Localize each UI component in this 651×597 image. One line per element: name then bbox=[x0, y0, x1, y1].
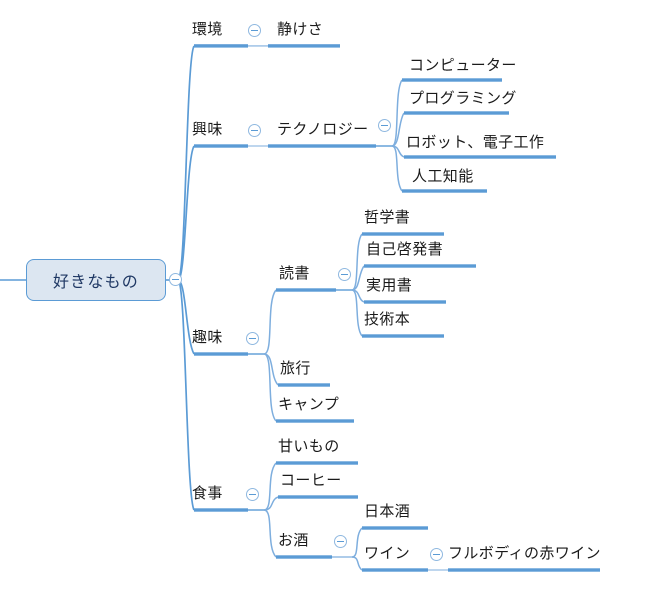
underline-jikokeihatsu bbox=[364, 264, 476, 268]
connector-dokusho-to-gijutsu bbox=[351, 289, 363, 337]
node-jitsuyo[interactable]: 実用書 bbox=[366, 276, 413, 294]
node-ai[interactable]: 人工知能 bbox=[412, 167, 474, 185]
node-computer[interactable]: コンピューター bbox=[409, 56, 517, 74]
underline-camp bbox=[276, 419, 354, 423]
connector-shokuji-to-amaimono bbox=[263, 462, 277, 511]
connector-tech-to-computer bbox=[391, 79, 403, 147]
node-wine[interactable]: ワイン bbox=[364, 544, 411, 562]
node-shizukesa[interactable]: 静けさ bbox=[277, 20, 324, 38]
collapse-toggle-icon-dokusho[interactable] bbox=[338, 268, 351, 281]
node-shumi[interactable]: 趣味 bbox=[192, 328, 223, 346]
connector-shumi-to-dokusho bbox=[263, 289, 277, 355]
node-gijutsu[interactable]: 技術本 bbox=[364, 310, 411, 328]
connector-shumi-to-ryoko bbox=[263, 353, 279, 386]
connector-root-to-kankyou bbox=[177, 45, 195, 281]
underline-programming bbox=[404, 111, 509, 115]
underline-shizukesa bbox=[268, 44, 340, 48]
connector-dokusho-to-jitsuyo bbox=[351, 289, 365, 303]
node-kankyou[interactable]: 環境 bbox=[192, 20, 223, 38]
connector-root-to-kyomi bbox=[177, 145, 195, 281]
underline-robot bbox=[404, 155, 556, 159]
node-nihonshu[interactable]: 日本酒 bbox=[364, 502, 411, 520]
connector-osake-to-wine bbox=[351, 556, 363, 571]
node-programming[interactable]: プログラミング bbox=[409, 89, 517, 107]
underline-computer bbox=[402, 78, 502, 82]
collapse-toggle-icon-technology[interactable] bbox=[378, 119, 391, 132]
underline-dokusho bbox=[276, 288, 336, 292]
node-jikokeihatsu[interactable]: 自己啓発書 bbox=[366, 240, 444, 258]
collapse-toggle-icon-wine[interactable] bbox=[430, 548, 443, 561]
connector-tech-to-robot bbox=[391, 145, 405, 158]
underline-wine bbox=[362, 568, 428, 572]
collapse-toggle-icon-shumi[interactable] bbox=[246, 332, 259, 345]
node-robot[interactable]: ロボット、電子工作 bbox=[406, 133, 545, 151]
node-coffee[interactable]: コーヒー bbox=[280, 471, 342, 489]
connector-tech-to-programming bbox=[391, 112, 405, 147]
node-amaimono[interactable]: 甘いもの bbox=[278, 437, 340, 455]
connector-shokuji-to-osake bbox=[263, 509, 277, 558]
underline-tetsugaku bbox=[362, 232, 444, 236]
collapse-toggle-icon-osake[interactable] bbox=[334, 535, 347, 548]
underline-ai bbox=[402, 189, 487, 193]
connector-root-to-shokuji bbox=[177, 279, 195, 511]
underline-shokuji bbox=[194, 508, 248, 512]
node-kyomi[interactable]: 興味 bbox=[192, 120, 223, 138]
node-osake[interactable]: お酒 bbox=[278, 531, 309, 549]
connector-tech-to-ai bbox=[391, 145, 403, 192]
underline-shumi bbox=[194, 352, 248, 356]
underline-gijutsu bbox=[362, 334, 444, 338]
collapse-toggle-icon-kyomi[interactable] bbox=[248, 124, 261, 137]
connector-shumi-to-camp bbox=[263, 353, 277, 422]
connector-dokusho-to-tetsugaku bbox=[351, 233, 363, 291]
collapse-toggle-icon-kankyou[interactable] bbox=[248, 24, 261, 37]
underline-kyomi bbox=[194, 144, 248, 148]
collapse-toggle-icon-root[interactable] bbox=[169, 273, 182, 286]
node-shokuji[interactable]: 食事 bbox=[192, 484, 223, 502]
node-fullbody-red-wine[interactable]: フルボディの赤ワイン bbox=[448, 544, 601, 562]
root-node-label: 好きなもの bbox=[52, 272, 139, 291]
root-node[interactable]: 好きなもの bbox=[26, 259, 166, 301]
node-dokusho[interactable]: 読書 bbox=[279, 264, 310, 282]
underline-osake bbox=[276, 555, 332, 559]
node-camp[interactable]: キャンプ bbox=[278, 395, 340, 413]
connector-shokuji-to-coffee bbox=[263, 496, 279, 511]
underline-coffee bbox=[278, 495, 358, 499]
connector-osake-to-nihonshu bbox=[351, 527, 363, 558]
node-technology[interactable]: テクノロジー bbox=[277, 120, 369, 138]
underline-kankyou bbox=[194, 44, 248, 48]
underline-technology bbox=[268, 144, 376, 148]
underline-nihonshu bbox=[362, 526, 428, 530]
underline-jitsuyo bbox=[364, 300, 446, 304]
underline-fullbody bbox=[448, 568, 600, 572]
collapse-toggle-icon-shokuji[interactable] bbox=[246, 488, 259, 501]
underline-amaimono bbox=[276, 461, 358, 465]
node-ryoko[interactable]: 旅行 bbox=[280, 359, 311, 377]
connector-dokusho-to-jikokeihatsu bbox=[351, 265, 365, 291]
node-tetsugaku[interactable]: 哲学書 bbox=[364, 208, 411, 226]
underline-ryoko bbox=[278, 383, 330, 387]
